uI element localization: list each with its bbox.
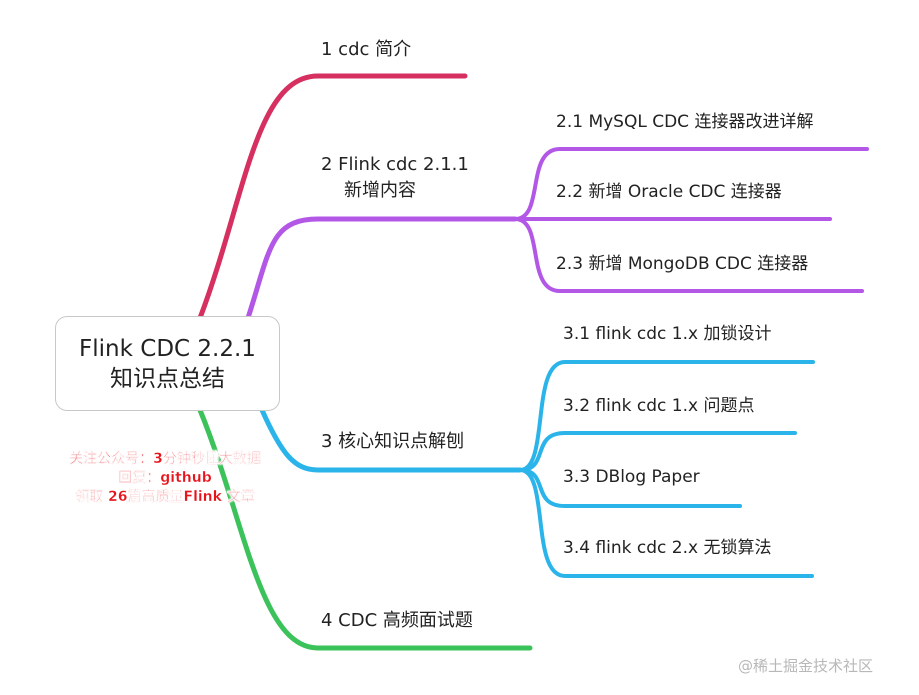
root-title-line2: 知识点总结 [110,365,225,392]
branch-3-child-2-connector [518,431,797,472]
promo-watermark: 关注公众号：3分钟秒懂大数据 回复：github 领取 26篇高质量Flink … [30,450,300,507]
promo-line-3: 领取 26篇高质量Flink 文章 [75,489,255,505]
branch-3-child-1-label: 3.1 flink cdc 1.x 加锁设计 [563,324,772,344]
branch-3-child-1-connector [518,360,815,472]
branch-3-connector [259,407,523,473]
branch-2-child-1-label: 2.1 MySQL CDC 连接器改进详解 [556,112,814,132]
branch-2-label-line1: 2 Flink cdc 2.1.1 [321,154,469,175]
branch-2-child-3-connector [513,217,864,293]
root-title-line1: Flink CDC 2.2.1 [79,335,256,362]
branch-3-child-2-label: 3.2 flink cdc 1.x 问题点 [563,396,755,416]
branch-2-child-2-label: 2.2 新增 Oracle CDC 连接器 [556,182,782,202]
branch-3-child-3-label: 3.3 DBlog Paper [563,467,700,487]
branch-2-child-3-label: 2.3 新增 MongoDB CDC 连接器 [556,254,809,274]
branch-2-child-1-connector [513,147,869,221]
promo-line-2: 回复：github [118,470,212,486]
promo-line-1: 关注公众号：3分钟秒懂大数据 [69,451,261,467]
branch-4-label: 4 CDC 高频面试题 [321,610,473,631]
branch-1-connector [197,73,468,321]
branch-3-child-4-connector [518,468,814,578]
branch-2-label-line2: 新增内容 [344,180,416,201]
branch-3-child-4-label: 3.4 flink cdc 2.x 无锁算法 [563,538,772,558]
branch-1-label: 1 cdc 简介 [321,39,412,60]
root-node: Flink CDC 2.2.1 知识点总结 [55,316,280,411]
branch-3-label: 3 核心知识点解刨 [321,431,465,452]
branch-2-connector [245,216,518,321]
branch-4-connector [197,407,533,651]
source-credit: @稀土掘金技术社区 [738,657,874,675]
